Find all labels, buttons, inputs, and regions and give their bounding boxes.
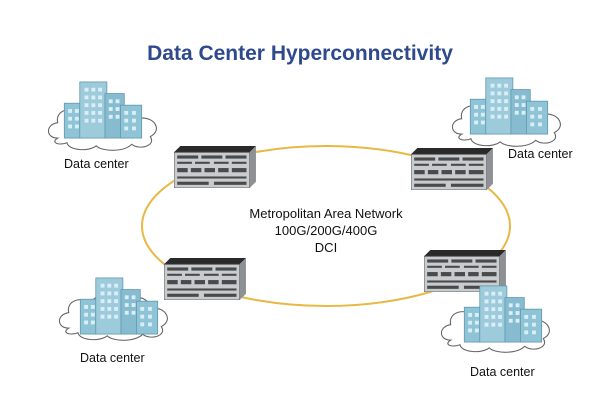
data-center-label: Data center xyxy=(80,351,145,365)
diagram-title: Data Center Hyperconnectivity xyxy=(147,42,453,65)
network-switch-icon xyxy=(164,258,246,300)
buildings-icon xyxy=(63,81,143,139)
data-center-label: Data center xyxy=(64,157,129,171)
speed-label: 100G/200G/400G xyxy=(275,223,378,238)
network-switch-icon xyxy=(174,146,256,188)
network-switch-icon xyxy=(411,148,493,190)
buildings-icon xyxy=(463,285,543,343)
data-center-label: Data center xyxy=(470,365,535,379)
data-center-label: Data center xyxy=(508,147,573,161)
data-center-top-left: Data center xyxy=(47,81,158,171)
buildings-icon xyxy=(469,77,549,135)
man-label: Metropolitan Area Network xyxy=(249,206,403,221)
data-center-top-right: Data center xyxy=(451,77,573,161)
data-center-bottom-left: Data center xyxy=(58,277,169,365)
dci-label: DCI xyxy=(315,240,337,255)
buildings-icon xyxy=(79,277,159,335)
data-center-bottom-right: Data center xyxy=(440,285,551,379)
metro-ring xyxy=(141,145,511,307)
